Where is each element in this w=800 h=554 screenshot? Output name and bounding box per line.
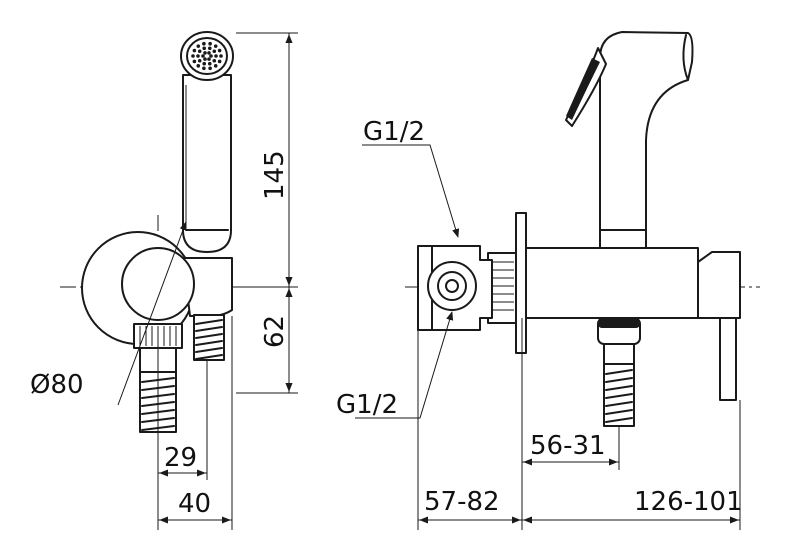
side-hand-shower	[599, 31, 694, 249]
shower-head	[180, 31, 234, 81]
connection-ring	[121, 247, 195, 321]
length-range-label: 126-101	[634, 487, 743, 517]
hand-shower-body	[182, 74, 232, 253]
side-view: G1/2 G1/2 56-31 57-82 126-101	[336, 31, 760, 530]
valve-cap	[697, 251, 741, 319]
diameter-label: Ø80	[30, 370, 84, 400]
thread-bottom-label: G1/2	[336, 390, 398, 420]
height-lower-label: 62	[260, 315, 290, 348]
height-upper-label: 145	[260, 150, 290, 200]
depth-range-label: 56-31	[530, 431, 606, 461]
valve-body	[521, 247, 699, 319]
wall-flange	[515, 212, 527, 354]
thread-top-label: G1/2	[363, 117, 425, 147]
control-lever	[719, 317, 737, 401]
front-view: Ø80 145 62 29 40	[30, 31, 298, 530]
offset-inner-label: 29	[164, 443, 197, 473]
wall-range-label: 57-82	[424, 487, 500, 517]
offset-outer-label: 40	[178, 489, 211, 519]
